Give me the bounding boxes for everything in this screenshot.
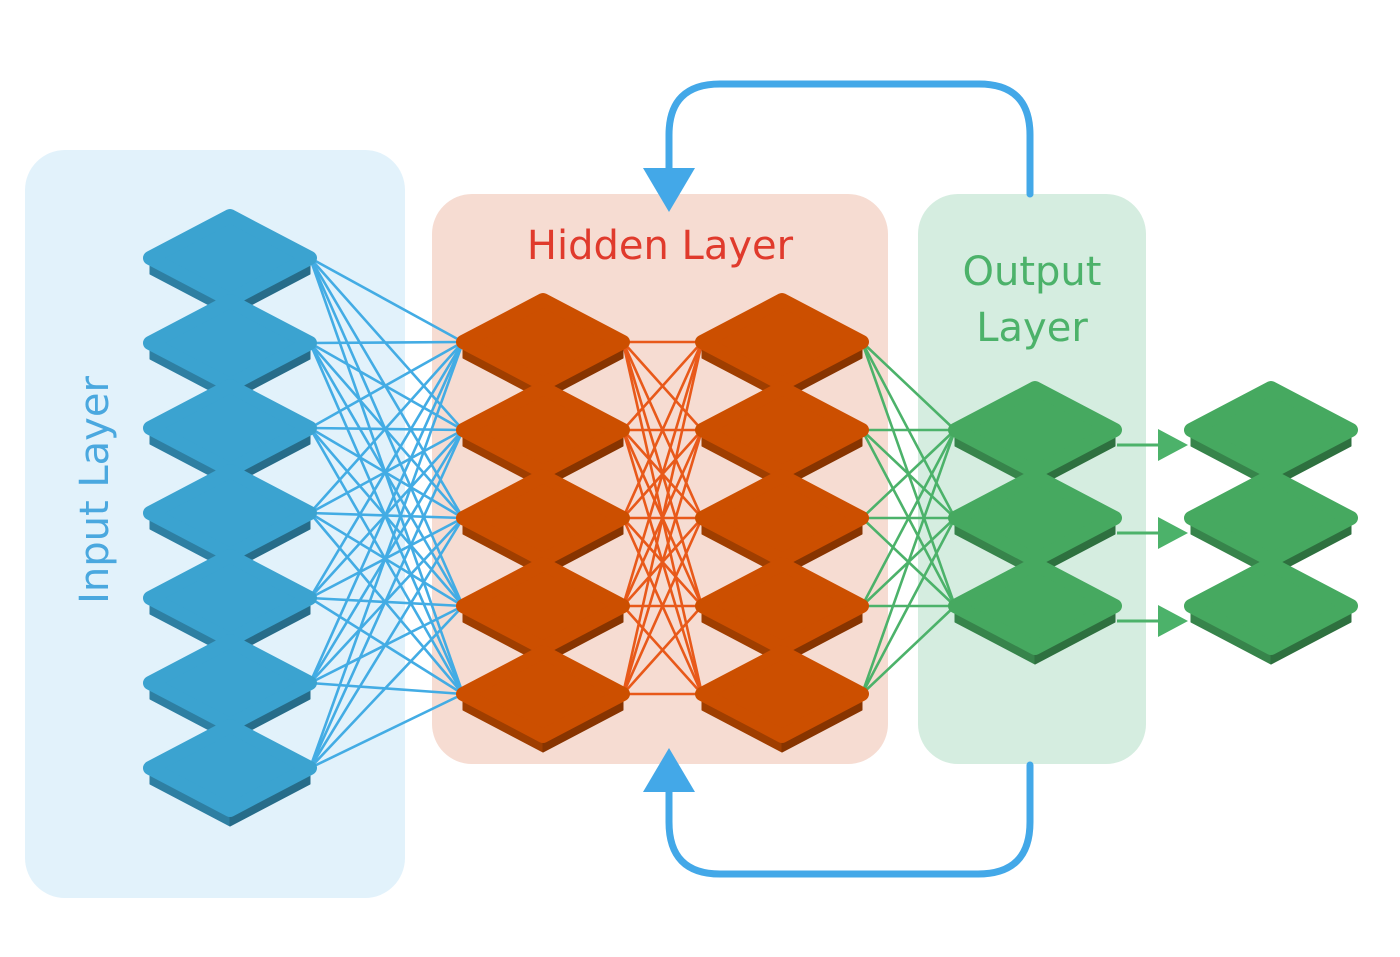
input-node: [143, 719, 317, 827]
hidden-output-connection: [860, 428, 957, 696]
input-node: [143, 464, 317, 572]
hidden-node: [695, 645, 869, 753]
hidden-node: [695, 381, 869, 489]
input-hidden-connection: [308, 426, 465, 520]
output-result-arrowhead: [1158, 517, 1188, 549]
nodes: [143, 209, 1358, 827]
output-layer-label-line2: Layer: [976, 305, 1088, 351]
input-hidden-connection: [308, 340, 465, 345]
input-hidden-connection: [308, 340, 465, 515]
hidden-hidden-connection: [621, 340, 704, 432]
hidden-hidden-connection: [621, 604, 704, 696]
hidden-node: [456, 645, 630, 753]
output-layer-label-line1: Output: [962, 249, 1102, 295]
output-layer-label: Output Layer: [918, 244, 1146, 356]
hidden-layer-label: Hidden Layer: [526, 223, 794, 269]
input-hidden-connection: [308, 340, 465, 430]
input-hidden-connection: [308, 511, 465, 608]
top-feedback-arrowhead: [643, 168, 695, 212]
hidden-output-connection: [860, 604, 957, 696]
input-node: [143, 209, 317, 317]
bottom-feedback-loop: [665, 761, 1034, 878]
output-result-arrows: [1117, 429, 1188, 637]
input-hidden-connection: [308, 340, 465, 685]
output-node: [948, 557, 1122, 665]
input-hidden-connection: [308, 604, 465, 770]
input-hidden-connection: [308, 426, 465, 608]
hidden-output-connection: [860, 428, 957, 520]
connection-lines: [308, 256, 957, 770]
output-node: [948, 469, 1122, 577]
hidden-output-connection: [860, 340, 957, 432]
output-result-arrowhead: [1158, 429, 1188, 461]
hidden-hidden-connection: [621, 428, 704, 696]
hidden-node: [456, 557, 630, 665]
hidden-output-connection: [860, 516, 957, 696]
hidden-hidden-connection: [621, 340, 704, 608]
result-node: [1184, 557, 1358, 665]
output-result-arrowhead: [1158, 605, 1188, 637]
input-hidden-connection: [308, 692, 465, 770]
hidden-hidden-connection: [621, 340, 704, 696]
input-hidden-connection: [308, 340, 465, 770]
input-node: [143, 549, 317, 657]
bottom-feedback-arrowhead: [643, 748, 695, 792]
input-hidden-connection: [308, 516, 465, 770]
hidden-node: [456, 469, 630, 577]
hidden-hidden-connection: [621, 516, 704, 696]
input-hidden-connection: [308, 596, 465, 696]
input-hidden-connection: [308, 340, 465, 600]
input-hidden-connection: [308, 511, 465, 696]
input-hidden-connection: [308, 428, 465, 770]
top-feedback-loop: [665, 80, 1034, 198]
hidden-hidden-connection: [621, 340, 704, 520]
input-hidden-connection: [308, 256, 465, 344]
hidden-output-connection: [860, 428, 957, 608]
input-layer-label: Input Layer: [72, 376, 118, 604]
feedback-loops: [643, 80, 1034, 878]
